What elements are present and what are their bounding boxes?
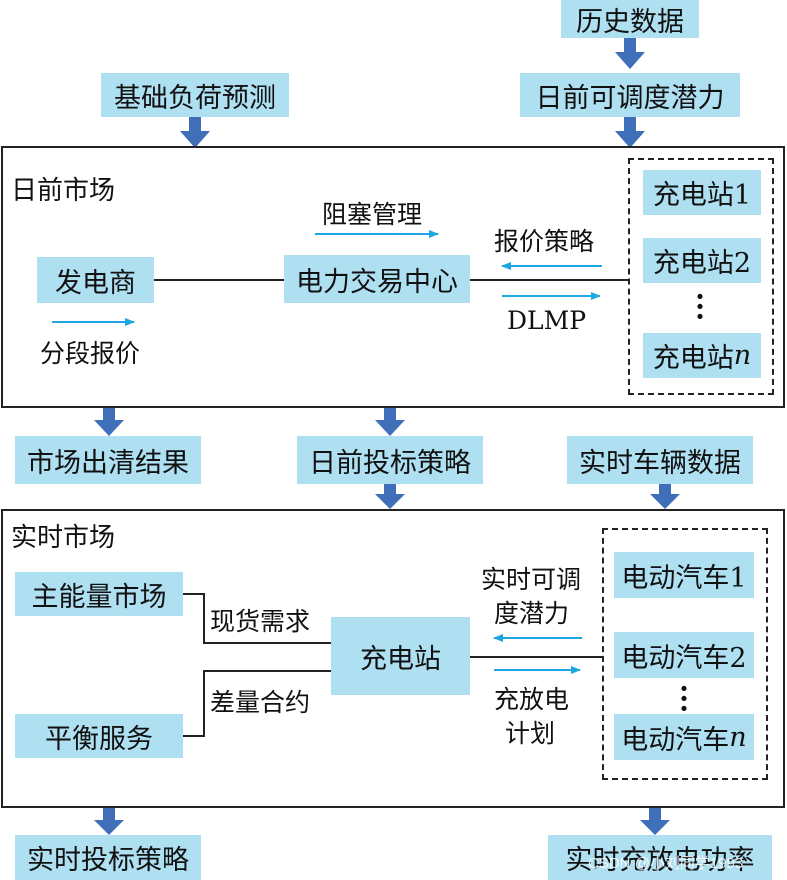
- station-2-box: 充电站2: [643, 238, 761, 283]
- arrow-bidding-in-down: [375, 408, 405, 436]
- day-ahead-market-frame: [1, 146, 785, 408]
- main-energy-market-box: 主能量市场: [15, 572, 183, 616]
- ev-2-box: 电动汽车2: [614, 632, 754, 678]
- rt-potential-label-line1: 实时可调: [481, 565, 582, 594]
- ev-ellipsis: ···: [679, 672, 689, 725]
- arrow-potential-down: [615, 117, 645, 148]
- charge-plan-label-line2: 计划: [505, 719, 556, 748]
- ev-n-label: 电动汽车: [621, 724, 730, 756]
- rt-potential-label-line2: 度潜力: [494, 599, 570, 628]
- balancing-service-box: 平衡服务: [15, 714, 183, 758]
- day-ahead-potential-box: 日前可调度潜力: [520, 73, 740, 117]
- arrow-rt-power-down: [640, 808, 670, 835]
- vehicle-data-box: 实时车辆数据: [567, 436, 753, 484]
- generator-box: 发电商: [37, 257, 154, 303]
- rt-charging-station-box: 充电站: [331, 617, 470, 695]
- day-ahead-market-title: 日前市场: [11, 176, 116, 206]
- congestion-management-label: 阻塞管理: [322, 200, 423, 229]
- real-time-market-title: 实时市场: [11, 523, 116, 553]
- difference-contract-label: 差量合约: [210, 688, 311, 717]
- station-n-label: 充电站: [652, 343, 734, 374]
- arrow-base-load-down: [180, 117, 210, 148]
- ev-1-box: 电动汽车1: [614, 552, 754, 598]
- arrow-clearing-down: [94, 408, 124, 436]
- spot-demand-label: 现货需求: [210, 607, 311, 636]
- stations-group: [628, 158, 774, 395]
- base-load-forecast-box: 基础负荷预测: [101, 73, 289, 117]
- real-time-market-frame: [1, 509, 785, 808]
- station-ellipsis: ···: [695, 280, 705, 333]
- arrow-history-down: [615, 38, 645, 69]
- arrow-bidding-out-down: [375, 484, 405, 509]
- rt-power-box: 实时充放电功率: [548, 835, 772, 880]
- ev-n-suffix: n: [729, 721, 747, 753]
- station-n-suffix: n: [733, 340, 752, 371]
- trading-center-box: 电力交易中心: [284, 255, 470, 303]
- rt-bidding-box: 实时投标策略: [15, 835, 201, 880]
- dlmp-label: DLMP: [507, 306, 587, 335]
- history-data-box: 历史数据: [561, 0, 699, 38]
- arrow-vehicle-down: [650, 484, 680, 509]
- ev-group: [602, 528, 768, 780]
- day-ahead-bidding-box: 日前投标策略: [297, 436, 483, 484]
- station-1-box: 充电站1: [643, 170, 761, 215]
- charge-plan-label-line1: 充放电: [494, 685, 570, 714]
- bid-strategy-label: 报价策略: [494, 227, 595, 256]
- arrow-rt-bidding-down: [94, 808, 124, 835]
- segment-bid-label: 分段报价: [40, 339, 141, 368]
- watermark: CSDN @小刘同学1993: [588, 855, 744, 872]
- clearing-results-box: 市场出清结果: [15, 436, 201, 484]
